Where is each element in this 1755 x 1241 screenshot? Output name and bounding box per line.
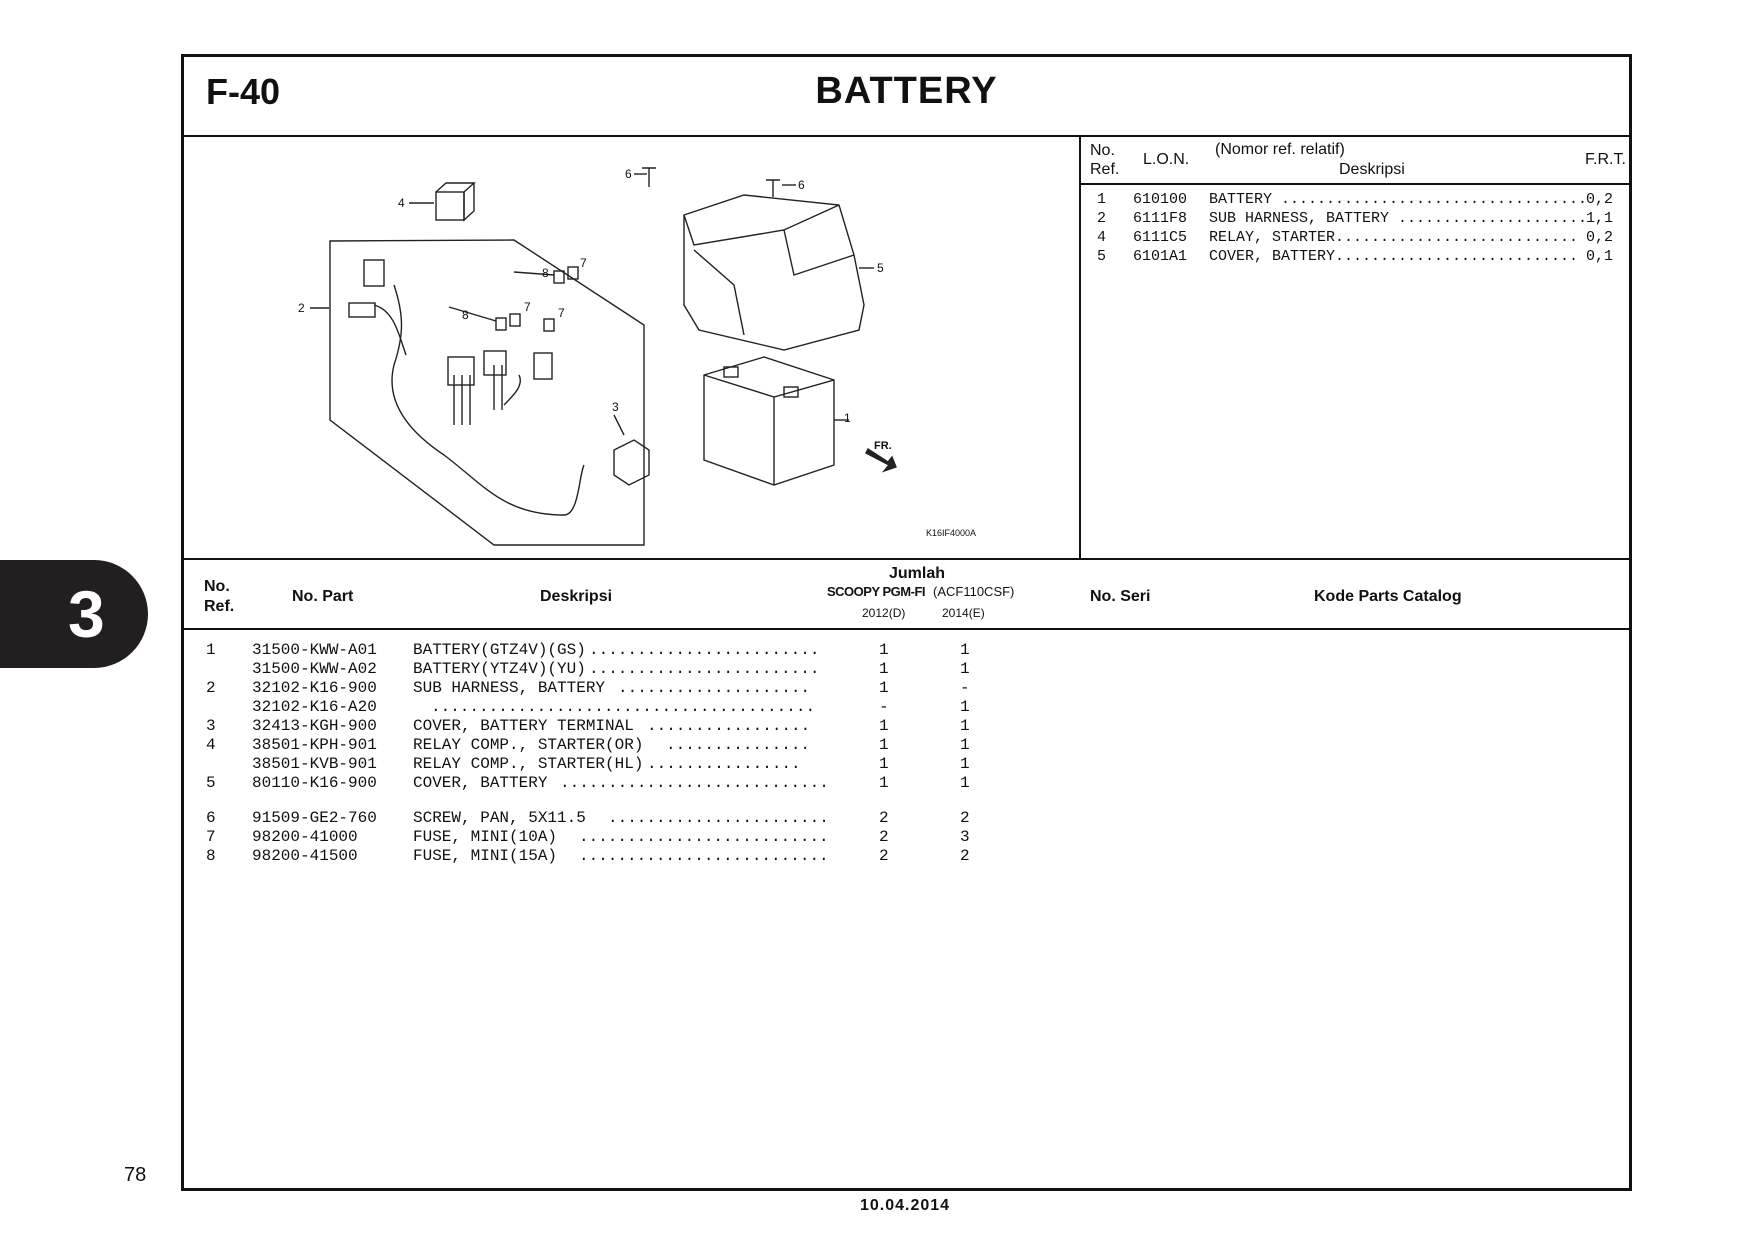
page-header: F-40 BATTERY	[184, 57, 1629, 137]
section-tab: 3	[0, 560, 148, 668]
col-seri: No. Seri	[1090, 588, 1151, 605]
frt-row: 1 610100 BATTERY .......................…	[1097, 191, 1614, 208]
table-row: 4 38501-KPH-901 RELAY COMP., STARTER(OR)…	[206, 736, 970, 754]
col-catalog: Kode Parts Catalog	[1314, 588, 1462, 605]
table-row: 5 80110-K16-900 COVER, BATTERY .........…	[206, 774, 970, 792]
col-part: No. Part	[292, 588, 354, 605]
table-row: 6 91509-GE2-760 SCREW, PAN, 5X11.5 .....…	[206, 809, 970, 827]
frt-col-lon: L.O.N.	[1143, 151, 1190, 168]
callout-2: 2	[298, 301, 305, 315]
parts-table-header: No. Ref. No. Part Deskripsi Jumlah SCOOP…	[184, 558, 1629, 630]
col-year-2012: 2012(D)	[862, 606, 906, 620]
table-row: 3 32413-KGH-900 COVER, BATTERY TERMINAL …	[206, 717, 970, 735]
frt-table: No. Ref. L.O.N. (Nomor ref. relatif) Des…	[1081, 135, 1632, 558]
table-row: 2 32102-K16-900 SUB HARNESS, BATTERY ...…	[206, 679, 970, 697]
col-desc: Deskripsi	[540, 588, 613, 605]
frt-row: 4 6111C5 RELAY, STARTER ................…	[1097, 229, 1614, 246]
callout-7a: 7	[580, 256, 587, 270]
callout-6b: 6	[798, 178, 805, 192]
frt-row: 5 6101A1 COVER, BATTERY ................…	[1097, 248, 1614, 265]
col-no: No.	[204, 578, 230, 595]
figure-code: F-40	[206, 71, 281, 112]
callout-6a: 6	[625, 167, 632, 181]
callout-5: 5	[877, 261, 884, 275]
col-model-code: (ACF110CSF)	[933, 584, 1015, 599]
catalog-frame: F-40 BATTERY	[181, 54, 1632, 1191]
page-number: 78	[124, 1164, 147, 1186]
callout-3: 3	[612, 400, 619, 414]
callout-7c: 7	[558, 306, 565, 320]
table-row: 38501-KVB-901 RELAY COMP., STARTER(HL) .…	[252, 755, 970, 773]
col-year-2014: 2014(E)	[942, 606, 985, 620]
table-row: 1 31500-KWW-A01 BATTERY(GTZ4V)(GS) .....…	[206, 641, 970, 659]
diagram-drawing: 1 2 3 4 5 6 6 7 7 7 8 8 FR.	[298, 167, 897, 546]
callout-4: 4	[398, 196, 405, 210]
frt-col-desc: Deskripsi	[1339, 161, 1405, 178]
print-date: 10.04.2014	[860, 1197, 951, 1214]
frt-row: 2 6111F8 SUB HARNESS, BATTERY ..........…	[1097, 210, 1614, 227]
table-row: 31500-KWW-A02 BATTERY(YTZ4V)(YU) .......…	[252, 660, 970, 678]
callout-1: 1	[844, 411, 851, 425]
callout-8b: 8	[462, 308, 469, 322]
col-ref: Ref.	[204, 598, 235, 615]
frt-col-frt: F.R.T.	[1585, 151, 1626, 168]
frt-table-header: No. Ref. L.O.N. (Nomor ref. relatif) Des…	[1081, 135, 1632, 185]
table-row: 8 98200-41500 FUSE, MINI(15A) ..........…	[206, 847, 970, 865]
page-title: BATTERY	[815, 70, 998, 112]
table-row: 32102-K16-A20 ..........................…	[252, 698, 970, 716]
callout-7b: 7	[524, 300, 531, 314]
col-jumlah: Jumlah	[889, 565, 946, 582]
table-row: 7 98200-41000 FUSE, MINI(10A) ..........…	[206, 828, 970, 846]
frt-col-no: No.	[1090, 142, 1115, 159]
frt-col-ref: Ref.	[1090, 161, 1120, 178]
exploded-diagram: 1 2 3 4 5 6 6 7 7 7 8 8 FR. K16IF4000A	[184, 135, 1081, 558]
frt-col-nomor: (Nomor ref. relatif)	[1215, 141, 1345, 158]
col-model: SCOOPY PGM-FI	[827, 584, 926, 599]
diagram-code: K16IF4000A	[926, 528, 977, 538]
callout-8a: 8	[542, 266, 549, 280]
fr-label: FR.	[874, 440, 892, 452]
